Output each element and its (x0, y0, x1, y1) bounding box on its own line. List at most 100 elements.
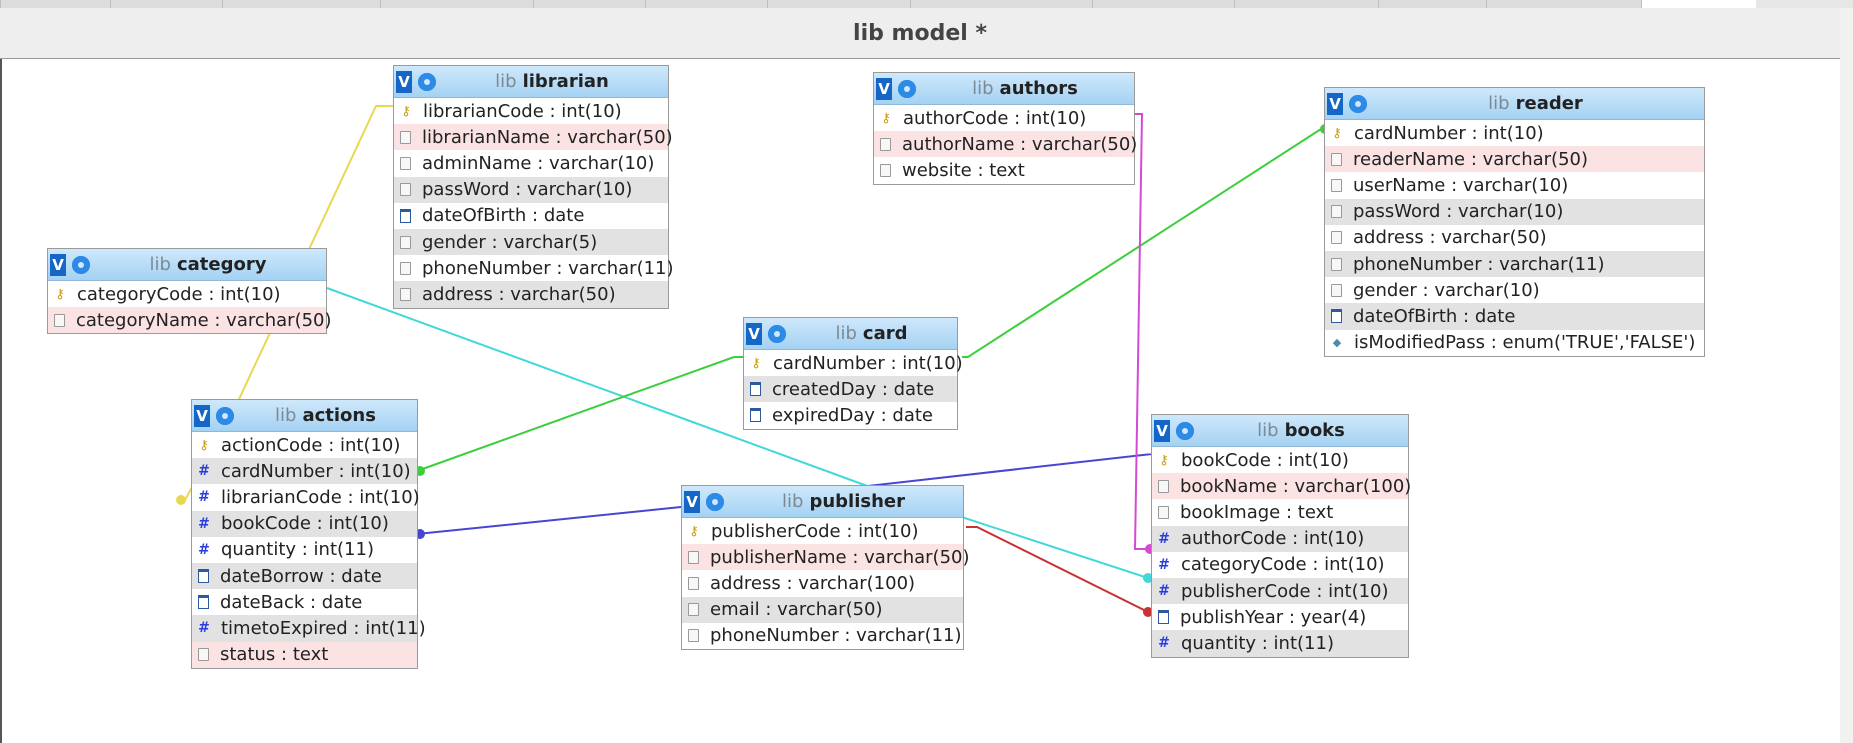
field-row[interactable]: phoneNumber : varchar(11) (682, 623, 963, 649)
text-icon (688, 629, 699, 643)
field-row[interactable]: ◆isModifiedPass : enum('TRUE','FALSE') (1325, 330, 1704, 356)
vertical-scrollbar[interactable] (1840, 8, 1853, 743)
field-row[interactable]: gender : varchar(10) (1325, 277, 1704, 303)
field-row[interactable]: #categoryCode : int(10) (1152, 552, 1408, 578)
tab[interactable] (0, 0, 110, 8)
field-row[interactable]: dateBack : date (192, 589, 417, 615)
field-row[interactable]: librarianName : varchar(50) (394, 124, 673, 151)
field-label: bookCode : int(10) (221, 513, 389, 535)
field-label: phoneNumber : varchar(11) (422, 257, 674, 279)
gear-icon[interactable] (768, 324, 786, 343)
field-row[interactable]: #quantity : int(11) (1152, 630, 1408, 657)
field-row[interactable]: #bookCode : int(10) (192, 510, 417, 537)
collapse-toggle-icon[interactable]: V (1327, 92, 1343, 115)
field-row[interactable]: ⚷librarianCode : int(10) (394, 98, 668, 124)
field-row[interactable]: passWord : varchar(10) (1325, 198, 1704, 225)
field-row[interactable]: #timetoExpired : int(11) (192, 615, 426, 642)
field-label: librarianName : varchar(50) (422, 126, 673, 148)
field-row[interactable]: phoneNumber : varchar(11) (1325, 250, 1704, 278)
field-row[interactable]: publisherName : varchar(50) (682, 544, 970, 571)
gear-icon[interactable] (1349, 94, 1367, 113)
field-label: dateBorrow : date (220, 565, 382, 587)
field-row[interactable]: email : varchar(50) (682, 596, 963, 623)
tab[interactable] (1234, 0, 1378, 8)
field-row[interactable]: dateOfBirth : date (394, 203, 668, 229)
field-row[interactable]: #cardNumber : int(10) (192, 458, 417, 485)
field-row[interactable]: address : varchar(50) (394, 281, 668, 308)
field-row[interactable]: #authorCode : int(10) (1152, 525, 1408, 552)
collapse-toggle-icon[interactable]: V (194, 404, 210, 427)
table-name: actions (302, 405, 376, 426)
field-row[interactable]: passWord : varchar(10) (394, 176, 668, 203)
tab[interactable] (1378, 0, 1486, 8)
field-row[interactable]: #publisherCode : int(10) (1152, 577, 1408, 605)
tab[interactable] (1486, 0, 1641, 8)
field-row[interactable]: categoryName : varchar(50) (48, 307, 332, 334)
field-row[interactable]: bookImage : text (1152, 499, 1408, 525)
field-row[interactable]: ⚷categoryCode : int(10) (48, 281, 326, 307)
gear-icon[interactable] (898, 79, 916, 98)
gear-icon[interactable] (216, 406, 234, 425)
field-row[interactable]: phoneNumber : varchar(11) (394, 255, 674, 281)
field-row[interactable]: bookName : varchar(100) (1152, 473, 1411, 500)
collapse-toggle-icon[interactable]: V (396, 70, 412, 93)
collapse-toggle-icon[interactable]: V (1154, 419, 1170, 442)
field-row[interactable]: address : varchar(50) (1325, 225, 1704, 251)
field-row[interactable]: adminName : varchar(10) (394, 150, 668, 176)
field-row[interactable]: address : varchar(100) (682, 570, 963, 596)
field-row[interactable]: expiredDay : date (744, 402, 957, 428)
collapse-toggle-icon[interactable]: V (876, 77, 892, 100)
tab[interactable] (533, 0, 645, 8)
field-row[interactable]: readerName : varchar(50) (1325, 146, 1704, 173)
field-row[interactable]: ⚷bookCode : int(10) (1152, 447, 1408, 473)
gear-icon[interactable] (418, 72, 436, 91)
collapse-toggle-icon[interactable]: V (684, 490, 700, 513)
gear-icon[interactable] (72, 255, 90, 274)
tab[interactable] (910, 0, 1092, 8)
tab[interactable] (767, 0, 910, 8)
tab[interactable] (110, 0, 222, 8)
field-row[interactable]: dateBorrow : date (192, 562, 417, 590)
gear-icon[interactable] (706, 492, 724, 511)
field-row[interactable]: authorName : varchar(50) (874, 131, 1137, 158)
collapse-toggle-icon[interactable]: V (746, 322, 762, 345)
field-row[interactable]: #quantity : int(11) (192, 537, 417, 563)
tab[interactable] (380, 0, 533, 8)
field-row[interactable]: publishYear : year(4) (1152, 604, 1408, 630)
tab[interactable] (645, 0, 767, 8)
field-row[interactable]: ⚷actionCode : int(10) (192, 432, 417, 458)
field-row[interactable]: userName : varchar(10) (1325, 172, 1704, 198)
field-row[interactable]: status : text (192, 641, 417, 668)
field-row[interactable]: ⚷cardNumber : int(10) (1325, 120, 1704, 146)
field-row[interactable]: ⚷authorCode : int(10) (874, 105, 1134, 131)
gear-icon[interactable] (1176, 421, 1194, 440)
field-row[interactable]: ⚷cardNumber : int(10) (744, 350, 962, 376)
field-row[interactable]: gender : varchar(5) (394, 228, 668, 256)
tab[interactable] (222, 0, 380, 8)
field-row[interactable]: website : text (874, 157, 1134, 183)
collapse-toggle-icon[interactable]: V (50, 253, 66, 276)
field-row[interactable]: createdDay : date (744, 376, 957, 403)
tab[interactable] (1092, 0, 1234, 8)
field-row[interactable]: ⚷publisherCode : int(10) (682, 518, 963, 544)
field-row[interactable]: #librarianCode : int(10) (192, 484, 420, 510)
field-row[interactable]: dateOfBirth : date (1325, 303, 1704, 330)
tab-active[interactable] (1641, 0, 1756, 8)
